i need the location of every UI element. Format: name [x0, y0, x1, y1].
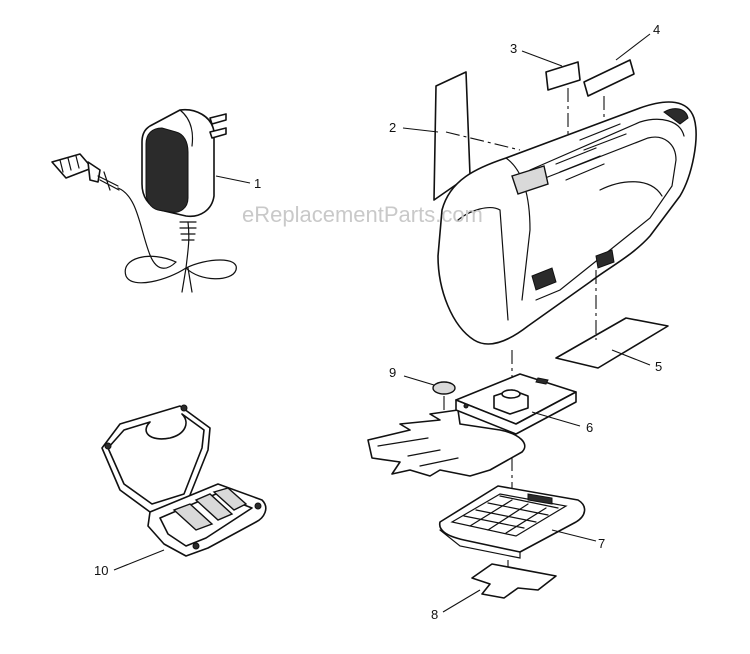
part-10-case: [101, 404, 267, 571]
callout-1: 1: [254, 176, 261, 191]
part-6-blade: [367, 373, 581, 477]
part-9-disc: [403, 375, 456, 412]
callout-6: 6: [586, 420, 593, 435]
part-3-strip: [521, 50, 581, 91]
part-1-charger: [51, 108, 251, 293]
callout-3: 3: [510, 41, 517, 56]
callout-8: 8: [431, 607, 438, 622]
main-housing: [437, 101, 697, 345]
part-5-strip: [555, 270, 669, 369]
callout-7: 7: [598, 536, 605, 551]
callout-2: 2: [389, 120, 396, 135]
part-8-strip: [442, 563, 557, 613]
part-7-tray: [438, 485, 597, 559]
callout-5: 5: [655, 359, 662, 374]
watermark: eReplacementParts.com: [242, 202, 483, 227]
part-4-strip: [583, 33, 651, 97]
callout-4: 4: [653, 22, 660, 37]
callout-10: 10: [94, 563, 108, 578]
callout-9: 9: [389, 365, 396, 380]
